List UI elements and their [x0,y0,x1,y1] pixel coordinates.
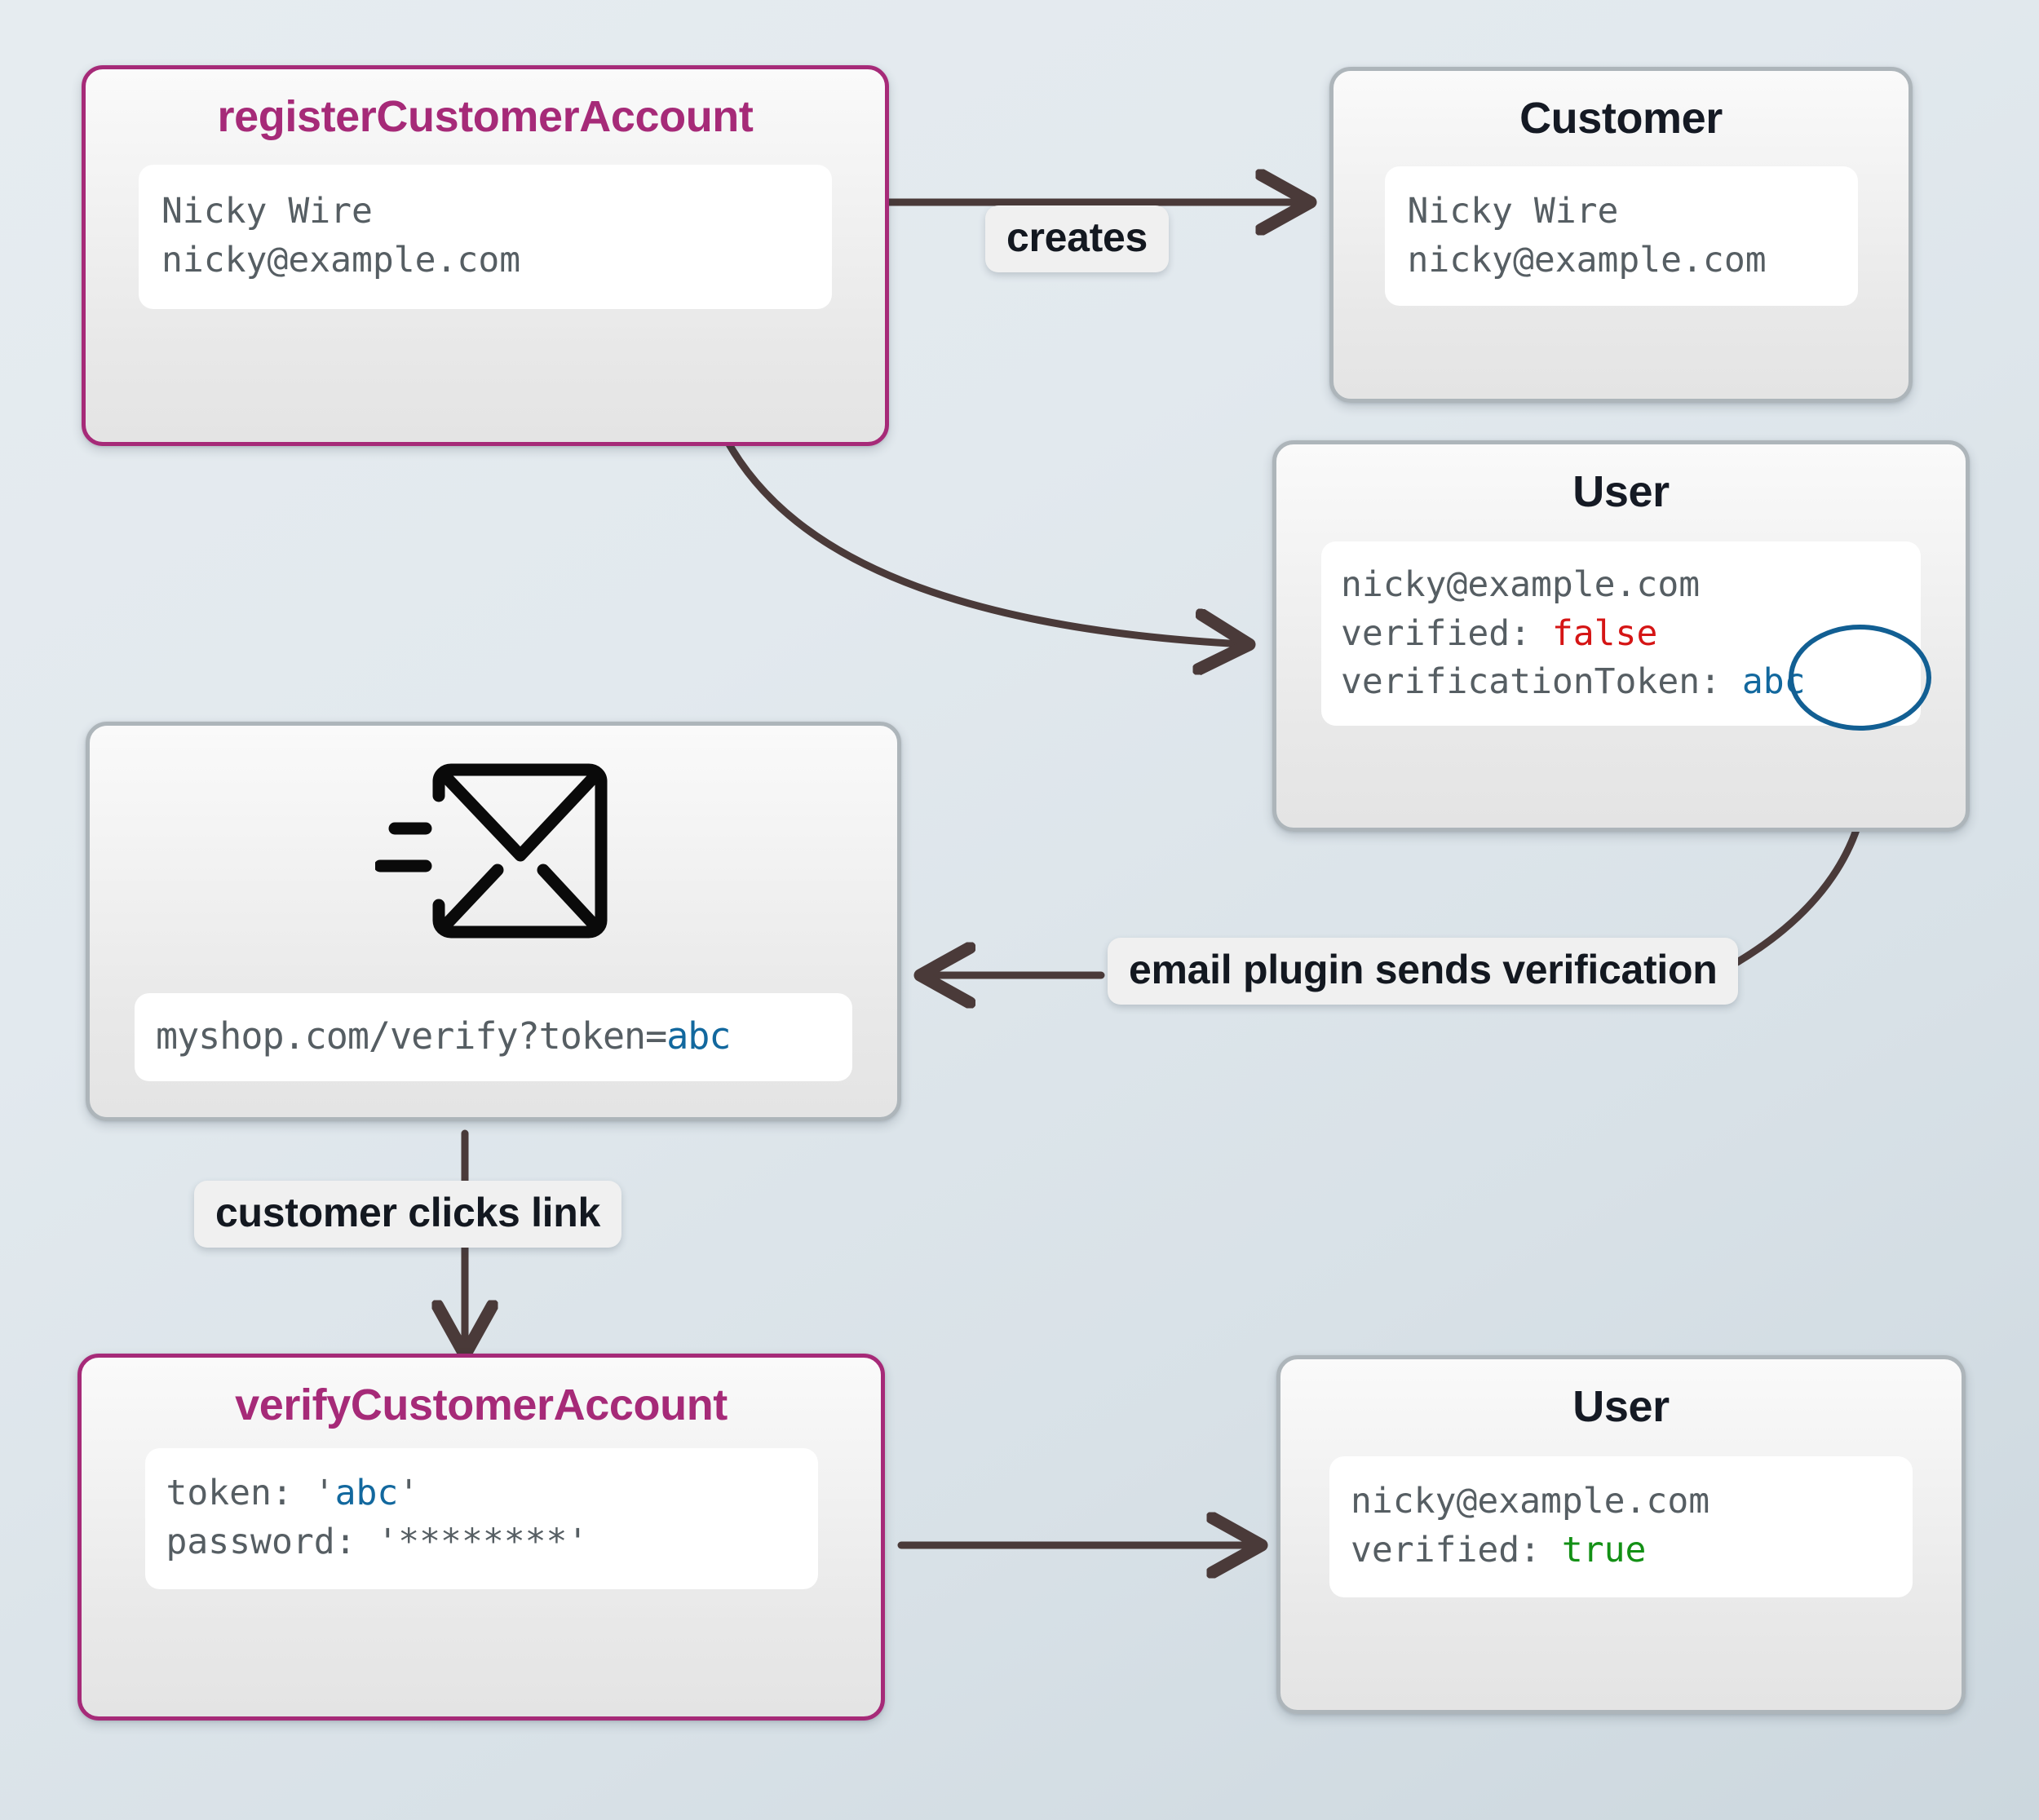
edge-label-creates: creates [985,205,1170,272]
value-verification-token: abc [1741,660,1806,702]
node-fields-register: Nicky Wire nicky@example.com [139,165,832,309]
node-register-customer-account[interactable]: registerCustomerAccount Nicky Wire nicky… [82,65,889,446]
node-user-verified[interactable]: User nicky@example.com verified: true [1276,1355,1966,1714]
node-email-message[interactable]: myshop.com/verify?token=abc [86,722,901,1121]
value-verified-false: false [1551,612,1658,654]
node-fields-verify: token: 'abc' password: '********' [144,1448,818,1589]
node-title-verify: verifyCustomerAccount [235,1380,728,1429]
value-verified-true: true [1561,1529,1647,1570]
edge-label-clicks-link: customer clicks link [194,1181,622,1248]
node-title-user-verified: User [1572,1382,1670,1431]
field-verification-token: verificationToken: abc [1341,660,1806,702]
node-verify-customer-account[interactable]: verifyCustomerAccount token: 'abc' passw… [77,1354,885,1721]
field-verified: verified: true [1351,1529,1647,1570]
field-email: nicky@example.com [1351,1481,1710,1522]
node-title-customer: Customer [1519,94,1723,143]
field-name: Nicky Wire [1407,191,1619,232]
field-token: token: 'abc' [166,1473,420,1514]
node-fields-user-verified: nicky@example.com verified: true [1329,1456,1913,1597]
field-password: password: '********' [166,1521,589,1562]
value-token: abc [334,1473,399,1514]
value-password: ******** [398,1521,568,1562]
email-url-token: abc [666,1014,731,1058]
node-title-user-unverified: User [1572,467,1670,516]
field-verified: verified: false [1341,612,1658,654]
node-fields-customer: Nicky Wire nicky@example.com [1384,166,1858,306]
email-url-field[interactable]: myshop.com/verify?token=abc [135,992,852,1081]
edge-label-email-plugin: email plugin sends verification [1108,938,1739,1005]
field-email: nicky@example.com [1341,564,1701,606]
node-customer[interactable]: Customer Nicky Wire nicky@example.com [1329,67,1913,403]
field-name: Nicky Wire [161,191,373,232]
field-email: nicky@example.com [1407,239,1767,281]
node-user-unverified[interactable]: User nicky@example.com verified: false v… [1272,440,1970,832]
node-fields-user-unverified: nicky@example.com verified: false verifi… [1321,541,1931,731]
send-envelope-icon [374,763,612,939]
field-email: nicky@example.com [161,239,521,281]
node-title-register: registerCustomerAccount [217,92,754,141]
email-url-prefix: myshop.com/verify?token= [156,1014,667,1058]
